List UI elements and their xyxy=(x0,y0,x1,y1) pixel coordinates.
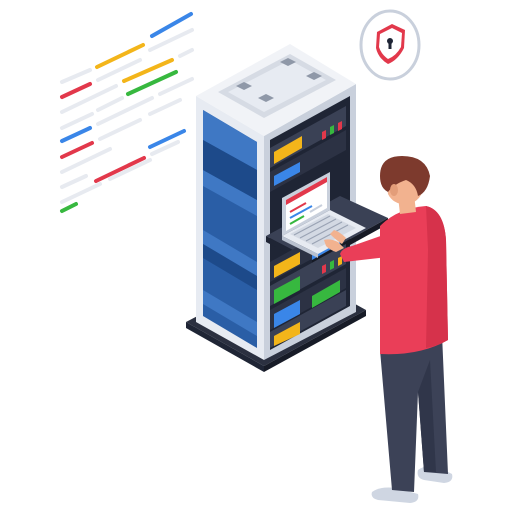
legs xyxy=(380,334,448,492)
shoe-left xyxy=(371,487,419,503)
code-line-row xyxy=(60,70,178,130)
shield-lock-icon xyxy=(359,9,421,81)
person-icon xyxy=(324,156,453,503)
server-unit xyxy=(270,268,346,330)
laptop-icon xyxy=(282,172,366,258)
server-unit xyxy=(270,106,346,168)
server-rack xyxy=(186,44,388,372)
arm xyxy=(340,232,396,262)
code-line-row xyxy=(60,158,152,204)
code-line-row xyxy=(60,12,193,84)
code-line-row xyxy=(60,48,194,114)
code-line-row xyxy=(60,129,186,174)
server-unit xyxy=(270,290,346,348)
code-line-row xyxy=(60,28,194,99)
code-line-row xyxy=(60,77,194,143)
code-line-row xyxy=(60,98,182,159)
code-line-row xyxy=(60,202,78,213)
code-lines-panel xyxy=(60,12,194,213)
server-unit xyxy=(270,130,346,192)
code-line-row xyxy=(60,140,180,189)
server-unit xyxy=(270,244,346,306)
